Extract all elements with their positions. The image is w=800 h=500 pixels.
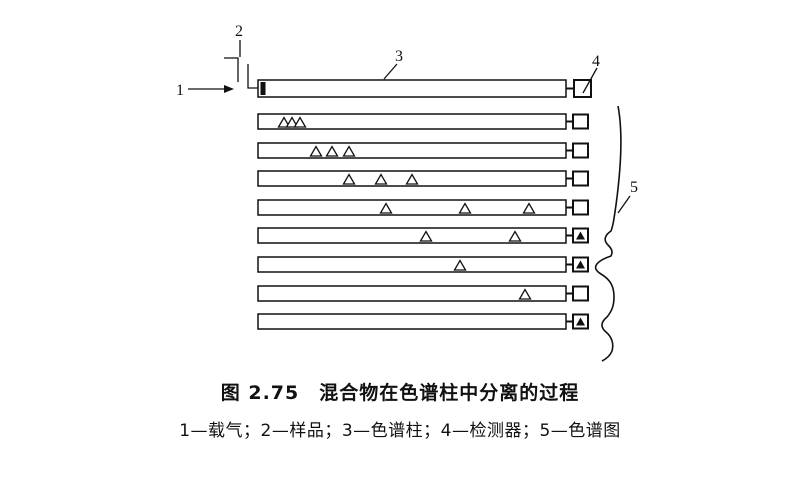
detector-box-top <box>573 79 592 98</box>
column-tube <box>257 142 567 159</box>
figure-caption: 图 2.75 混合物在色谱柱中分离的过程 <box>220 382 580 404</box>
label-detector: 4 <box>592 53 600 70</box>
component-band <box>342 145 356 157</box>
component-band <box>419 230 433 242</box>
column-row <box>257 142 589 159</box>
column-row <box>257 285 589 302</box>
component-band <box>405 173 419 185</box>
component-band <box>277 116 291 128</box>
carrier-gas-arrowhead <box>224 85 234 93</box>
column-tube <box>257 199 567 216</box>
column-row <box>257 170 589 187</box>
component-band <box>309 145 323 157</box>
chromatogram-group: 5 <box>594 105 638 362</box>
sample-plug <box>260 82 266 95</box>
label-chromatogram: 5 <box>630 179 638 196</box>
detector-box <box>572 113 589 130</box>
component-band <box>325 145 339 157</box>
column-tube <box>257 313 567 330</box>
component-band <box>342 173 356 185</box>
detector-leader-line <box>582 67 598 94</box>
column-row <box>257 313 589 330</box>
column-tube <box>257 256 567 273</box>
detector-box <box>572 285 589 302</box>
column-row <box>257 113 589 130</box>
detector-signal <box>576 231 585 240</box>
component-band <box>374 173 388 185</box>
column-row <box>257 199 589 216</box>
label-carrier-gas: 1 <box>176 82 184 99</box>
detector-signal <box>576 260 585 269</box>
detector-box <box>572 170 589 187</box>
column-row <box>257 256 589 273</box>
component-band <box>285 116 299 128</box>
detector-box <box>572 199 589 216</box>
component-band <box>518 288 532 300</box>
column-leader-line <box>383 63 398 80</box>
component-band <box>508 230 522 242</box>
injector-elbow-left <box>224 57 239 82</box>
injector-elbow-right <box>247 64 259 89</box>
column-row <box>257 227 589 244</box>
detector-signal <box>576 317 585 326</box>
label-column: 3 <box>395 48 403 65</box>
component-band <box>453 259 467 271</box>
component-band <box>458 202 472 214</box>
figure-legend: 1—载气；2—样品；3—色谱柱；4—检测器；5—色谱图 <box>179 421 621 441</box>
separation-rows <box>257 113 589 330</box>
component-band <box>522 202 536 214</box>
component-band <box>379 202 393 214</box>
column-tube-top <box>257 79 567 98</box>
component-band <box>293 116 307 128</box>
top-assembly: 1 2 3 4 <box>176 23 600 99</box>
chromatogram-curve <box>594 105 622 362</box>
chromatogram-leader-line <box>617 195 631 214</box>
detector-box <box>572 142 589 159</box>
label-sample: 2 <box>235 23 243 40</box>
